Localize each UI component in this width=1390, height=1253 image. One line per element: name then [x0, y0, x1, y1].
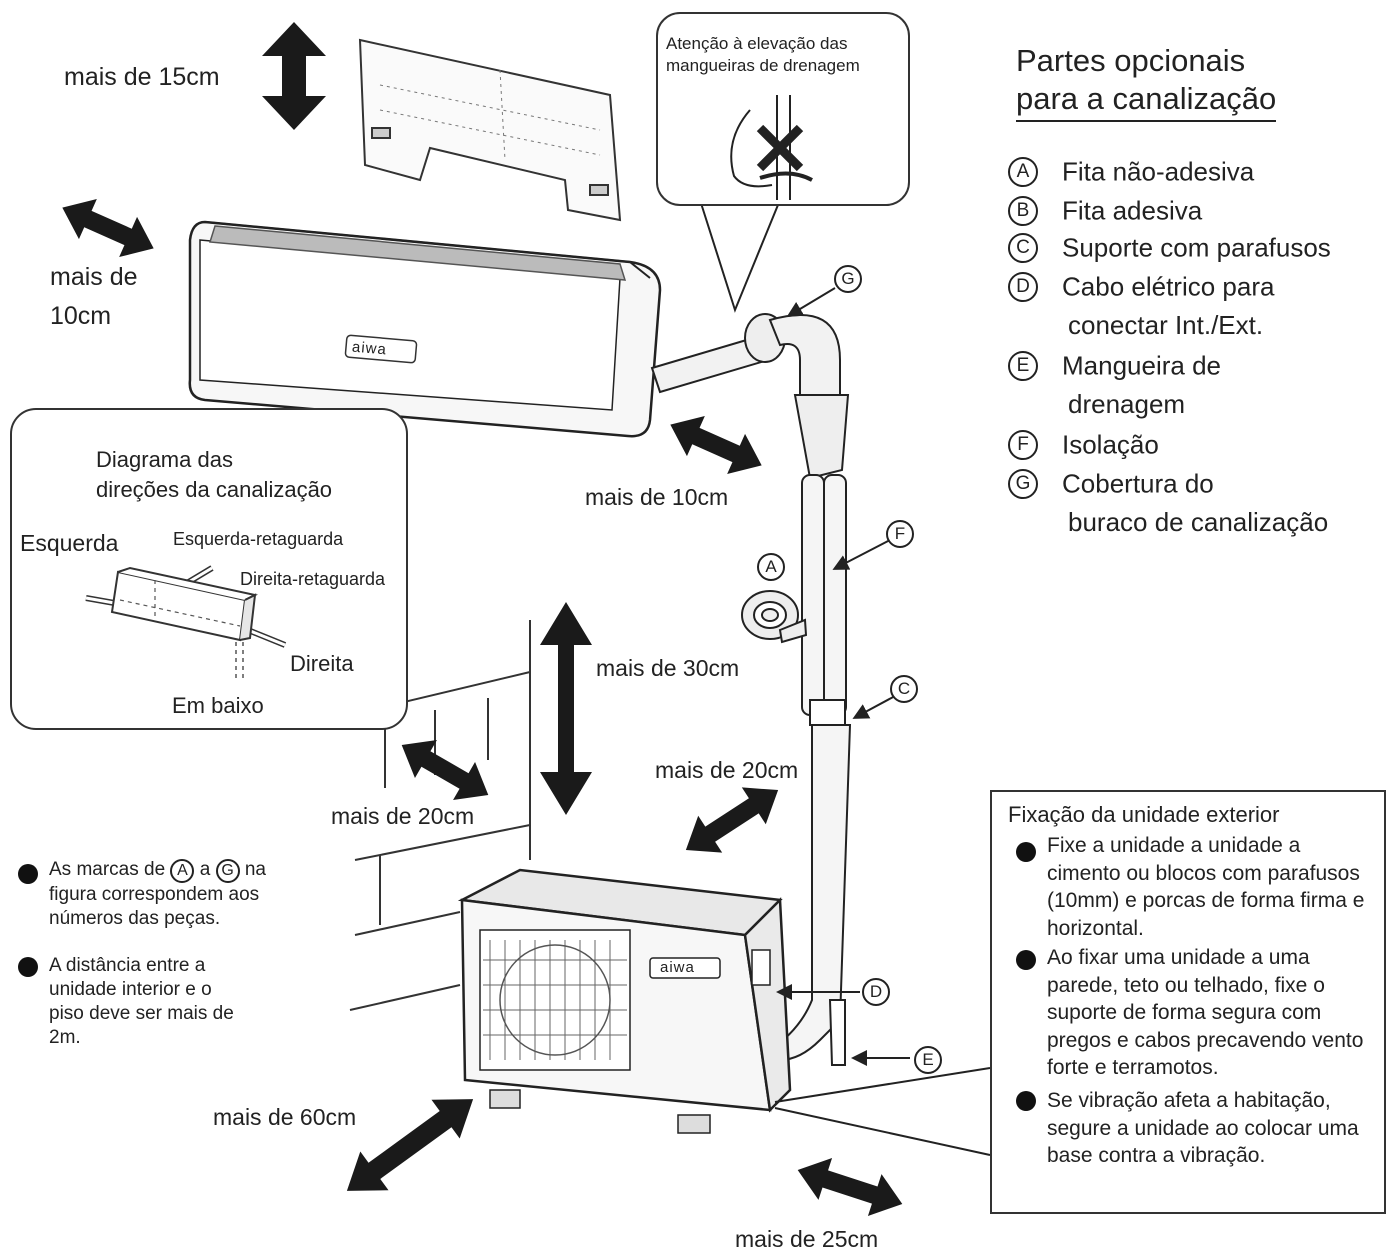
- legend-letter: B: [1008, 196, 1038, 227]
- marker-a: A: [757, 553, 785, 581]
- dir-right-rear: Direita-retaguarda: [240, 569, 386, 589]
- arrow-outdoor-front: [346, 1099, 474, 1191]
- note-marks-post: na: [244, 859, 266, 880]
- note-marks-pre: As marcas de: [49, 859, 166, 880]
- arrow-left: [62, 198, 154, 258]
- legend-letter: G: [1008, 469, 1038, 500]
- note-distance: A distância entre a unidade interior e o…: [49, 954, 234, 1050]
- note-marks-line2: figura correspondem aos: [49, 884, 260, 905]
- indoor-pipe: [650, 313, 850, 480]
- clearance-left-line1: mais de: [50, 263, 138, 291]
- legend-item-f: F Isolação: [1008, 428, 1159, 461]
- fixation-item-1: Fixe a unidade a unidade a cimento ou bl…: [1047, 834, 1365, 940]
- pipe-diagram-title: Diagrama das direções da canalização: [96, 445, 332, 505]
- mounting-plate: [358, 38, 622, 222]
- legend-label: Fita adesiva: [1062, 195, 1203, 226]
- marker-f: F: [886, 520, 914, 548]
- drain-callout-line2: mangueiras de drenagem: [666, 56, 860, 75]
- legend-item-b: B Fita adesiva: [1008, 194, 1202, 227]
- legend-item-c: C Suporte com parafusos: [1008, 231, 1331, 264]
- note-distance-line2: unidade interior e o: [49, 979, 212, 1000]
- clearance-outdoor-back: mais de 25cm: [735, 1226, 879, 1252]
- drain-warning-icon: [730, 95, 813, 200]
- legend-title-line2: para a canalização: [1016, 81, 1277, 122]
- callout-lines: [699, 199, 991, 1156]
- legend-item-a: A Fita não-adesiva: [1008, 155, 1254, 188]
- drain-callout-line1: Atenção à elevação das: [666, 34, 848, 53]
- fixation-title: Fixação da unidade exterior: [1008, 802, 1280, 827]
- arrow-above-outdoor: [540, 602, 592, 815]
- dir-right: Direita: [290, 651, 354, 676]
- fixation-item-3: Se vibração afeta a habitação, segure a …: [1047, 1089, 1359, 1167]
- indoor-brand-logo: aiwa: [351, 338, 388, 359]
- legend-title: Partes opcionais para a canalização: [1016, 42, 1277, 122]
- clearance-outdoor-front: mais de 60cm: [213, 1104, 357, 1130]
- tape-roll: [741, 590, 808, 644]
- clearance-outdoor-left: mais de 20cm: [331, 803, 475, 829]
- note-marker-a: A: [170, 859, 195, 883]
- legend-label: Fita não-adesiva: [1062, 156, 1255, 187]
- dir-left: Esquerda: [20, 530, 119, 556]
- pipe-direction-unit-sketch: [85, 565, 287, 680]
- outdoor-brand-logo: aiwa: [660, 959, 695, 976]
- bullet-dot: [1016, 1091, 1036, 1111]
- drain-callout-text: Atenção à elevação das mangueiras de dre…: [666, 33, 860, 77]
- marker-e: E: [914, 1046, 942, 1074]
- bullet-dot: [18, 957, 38, 977]
- pipe-title-line1: Diagrama das: [96, 447, 233, 472]
- clearance-left-line2: 10cm: [50, 302, 112, 330]
- legend-label-cont: conectar Int./Ext.: [1068, 310, 1264, 340]
- legend-item-d: D Cabo elétrico para: [1008, 270, 1274, 303]
- note-marker-g: G: [215, 859, 240, 883]
- marker-c: C: [890, 675, 918, 703]
- arrow-right-indoor: [670, 415, 762, 475]
- dir-bottom: Em baixo: [172, 693, 264, 718]
- legend-item-g: G Cobertura do: [1008, 467, 1214, 500]
- legend-title-line1: Partes opcionais: [1016, 43, 1246, 78]
- legend-letter: E: [1008, 351, 1038, 382]
- dir-left-rear: Esquerda-retaguarda: [173, 529, 344, 549]
- legend-letter: A: [1008, 157, 1038, 188]
- pipe-title-line2: direções da canalização: [96, 477, 333, 502]
- arrow-outdoor-right: [685, 787, 779, 853]
- legend-label: Mangueira de: [1062, 350, 1221, 381]
- fixation-item-2: Ao fixar uma unidade a uma parede, teto …: [1047, 946, 1364, 1079]
- clearance-right-indoor: mais de 10cm: [585, 484, 729, 510]
- note-marks: As marcas de A a G na figura corresponde…: [49, 858, 266, 931]
- legend-letter: C: [1008, 233, 1038, 264]
- legend-label-cont: drenagem: [1068, 389, 1186, 419]
- clearance-top: mais de 15cm: [64, 63, 220, 91]
- note-distance-line3: piso deve ser mais de: [49, 1003, 234, 1024]
- legend-label-cont: buraco de canalização: [1068, 507, 1329, 537]
- note-distance-line4: 2m.: [49, 1027, 81, 1048]
- bullet-dot: [1016, 842, 1036, 862]
- insulation-pipes: [768, 474, 852, 1066]
- arrow-outdoor-left: [401, 739, 489, 801]
- arrow-top: [262, 22, 326, 130]
- note-distance-line1: A distância entre a: [49, 955, 206, 976]
- legend-item-e: E Mangueira de: [1008, 349, 1221, 382]
- clearance-above-outdoor: mais de 30cm: [596, 655, 740, 681]
- indoor-unit: [188, 220, 662, 438]
- legend-label: Isolação: [1062, 429, 1159, 460]
- outdoor-unit: [457, 868, 792, 1134]
- legend-label: Cobertura do: [1062, 468, 1214, 499]
- marker-d: D: [862, 978, 890, 1006]
- legend-label: Suporte com parafusos: [1062, 232, 1331, 263]
- clearance-outdoor-right: mais de 20cm: [655, 757, 799, 783]
- bullet-dot: [18, 864, 38, 884]
- legend-letter: D: [1008, 272, 1038, 303]
- bullet-dot: [1016, 950, 1036, 970]
- note-marks-line3: números das peças.: [49, 908, 221, 929]
- marker-g: G: [834, 265, 862, 293]
- note-marks-mid: a: [199, 859, 211, 880]
- arrow-outdoor-back: [797, 1158, 903, 1216]
- legend-letter: F: [1008, 430, 1038, 461]
- fixation-box: [990, 790, 1386, 1214]
- clearance-arrows: [62, 22, 903, 1216]
- legend-label: Cabo elétrico para: [1062, 271, 1275, 302]
